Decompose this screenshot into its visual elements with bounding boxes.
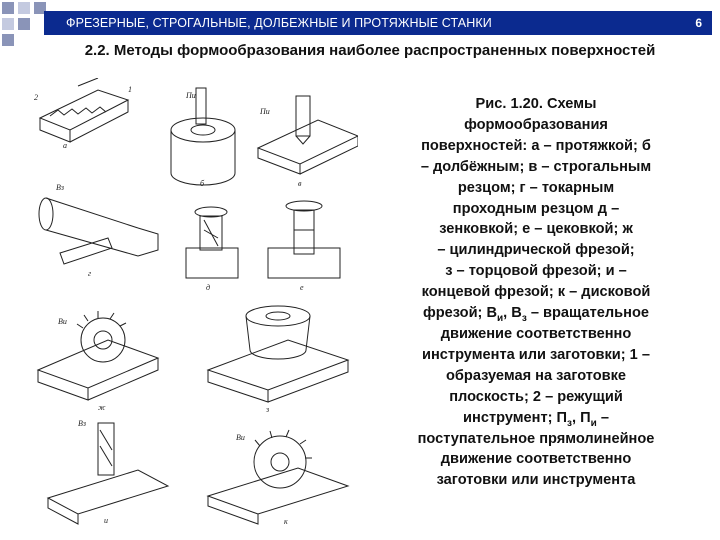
scheme-e-counterboring: е — [267, 200, 341, 292]
label-2-a: 2 — [34, 93, 38, 102]
caption-text: , В — [503, 305, 522, 322]
caption-line: з – торцовой фрезой; и – — [445, 263, 627, 280]
caption-text: фрезой; В — [422, 305, 498, 322]
caption-line: – цилиндрической фрезой; — [437, 242, 635, 259]
subscript: и — [590, 417, 597, 429]
caption-text: инструмент; П — [463, 409, 568, 426]
caption-line: фрезой; Ви, Вз – вращательное — [386, 303, 686, 324]
caption-line: поверхностей: а – протяжкой; б — [421, 137, 651, 154]
label-d: д — [206, 283, 210, 292]
scheme-d-countersinking: д — [185, 206, 239, 292]
scheme-v-planing: в Пи — [256, 95, 358, 188]
subscript: и — [497, 312, 504, 324]
scheme-b-slotting: б Пи — [170, 87, 236, 188]
caption-line: движение соответственно — [440, 325, 632, 342]
label-g: г — [88, 269, 91, 278]
label-pu-v: Пи — [259, 107, 270, 116]
caption-line: инструмента или заготовки; 1 – — [422, 346, 650, 363]
caption-text: – — [596, 409, 609, 426]
page-number: 6 — [695, 16, 702, 30]
scheme-k-disk-milling: к Ви — [206, 429, 350, 526]
label-pu-b: Пи — [185, 91, 196, 100]
decorative-squares — [2, 2, 46, 46]
caption-line: заготовки или инструмента — [436, 472, 636, 489]
label-zh: ж — [98, 403, 106, 412]
scheme-a-broaching: а 2 1 — [34, 78, 132, 150]
label-i: и — [104, 516, 108, 525]
subscript: з — [521, 312, 527, 324]
label-bu-zh: Ви — [58, 317, 67, 326]
figure-caption: Рис. 1.20. Схемы формообразования поверх… — [386, 94, 686, 491]
label-k: к — [284, 517, 288, 526]
caption-line: концевой фрезой; к – дисковой — [421, 284, 651, 301]
label-bu-k: Ви — [236, 433, 245, 442]
scheme-z-face-milling: з — [206, 305, 350, 414]
caption-line: зенковкой; е – цековкой; ж — [439, 221, 633, 238]
caption-line: движение соответственно — [440, 451, 632, 468]
subscript: з — [567, 417, 573, 429]
label-bz-i: Вз — [78, 419, 86, 428]
caption-line: инструмент; Пз, Пи – — [386, 408, 686, 429]
label-z: з — [265, 405, 269, 414]
caption-text: – вращательное — [526, 305, 649, 322]
caption-line: образуемая на заготовке — [445, 367, 627, 384]
header-title: ФРЕЗЕРНЫЕ, СТРОГАЛЬНЫЕ, ДОЛБЕЖНЫЕ И ПРОТ… — [66, 16, 492, 30]
label-a: а — [63, 141, 67, 150]
scheme-g-turning: г Вз — [38, 183, 159, 278]
caption-text: , П — [572, 409, 591, 426]
label-v: в — [298, 179, 302, 188]
caption-line: проходным резцом д – — [452, 200, 620, 217]
scheme-zh-cylindrical-milling: ж Ви — [36, 311, 160, 412]
label-1-a: 1 — [128, 85, 132, 94]
slide-title: 2.2. Методы формообразования наиболее ра… — [84, 42, 656, 59]
caption-line: формообразования — [464, 116, 608, 133]
caption-line: – долбёжным; в – строгальным — [420, 158, 652, 175]
caption-line: плоскость; 2 – режущий — [449, 388, 623, 405]
label-bz-g: Вз — [56, 183, 64, 192]
label-e: е — [300, 283, 304, 292]
caption-line: резцом; г – токарным — [457, 179, 615, 196]
caption-line: Рис. 1.20. Схемы — [475, 96, 597, 112]
caption-line: поступательное прямолинейное — [417, 430, 655, 447]
machining-schemes-figure: а 2 1 б Пи в Пи г Вз — [34, 78, 358, 526]
scheme-i-end-milling: и Вз — [46, 419, 170, 525]
header-bar: ФРЕЗЕРНЫЕ, СТРОГАЛЬНЫЕ, ДОЛБЕЖНЫЕ И ПРОТ… — [44, 11, 712, 35]
label-b: б — [200, 179, 205, 188]
